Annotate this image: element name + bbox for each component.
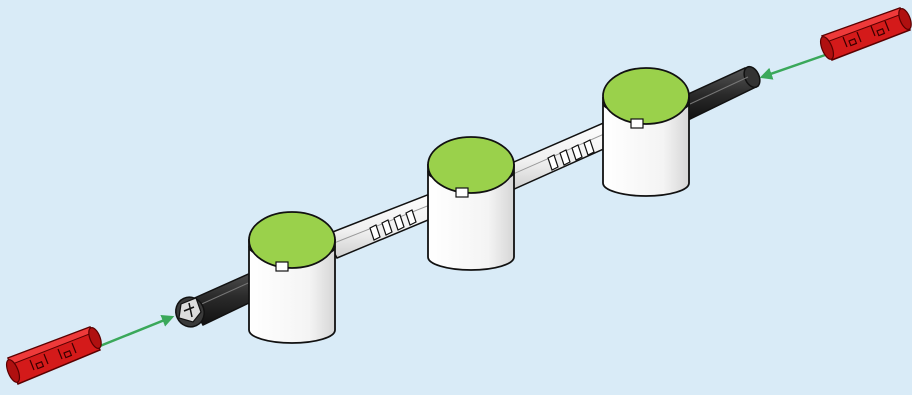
hub-middle	[428, 137, 514, 270]
insert-arrow-left	[95, 317, 172, 348]
red-connector-right	[818, 7, 912, 61]
insert-arrow-right	[762, 54, 828, 77]
hub-right	[603, 68, 689, 196]
hub-left	[249, 212, 335, 343]
red-connector-left	[4, 326, 104, 384]
